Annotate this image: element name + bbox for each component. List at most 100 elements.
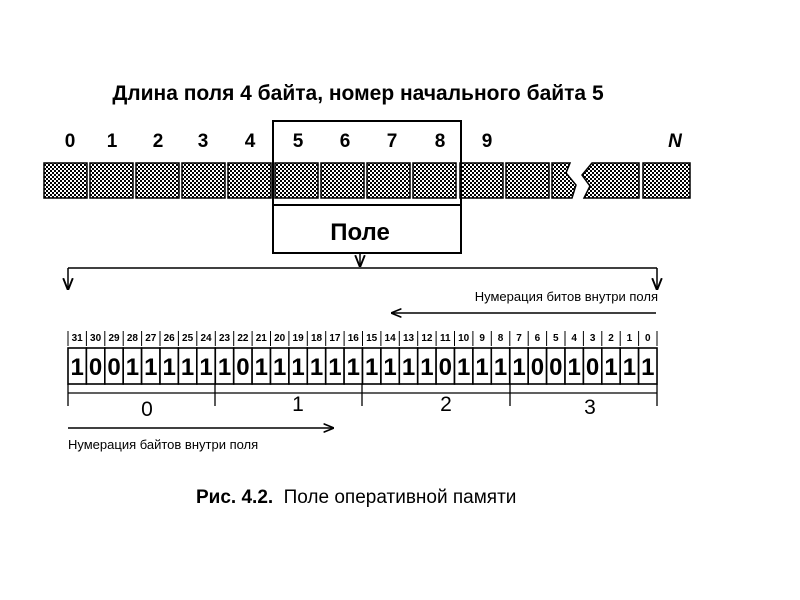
bit-value: 1 bbox=[512, 354, 525, 381]
bit-number-label: 5 bbox=[553, 333, 559, 344]
bit-number-label: 28 bbox=[127, 333, 139, 344]
bit-value: 0 bbox=[439, 354, 452, 381]
bit-number-label: 7 bbox=[516, 333, 522, 344]
bit-value: 1 bbox=[310, 354, 323, 381]
bit-number-label: 12 bbox=[421, 333, 433, 344]
byte-group-label: 2 bbox=[440, 393, 452, 416]
memory-byte-cell bbox=[505, 162, 550, 199]
bit-value: 1 bbox=[641, 354, 654, 381]
bit-value: 1 bbox=[163, 354, 176, 381]
bit-number-label: 18 bbox=[311, 333, 323, 344]
bit-value: 1 bbox=[475, 354, 488, 381]
bit-number-label: 23 bbox=[219, 333, 231, 344]
byte-index: 0 bbox=[65, 131, 76, 152]
bit-number-label: 20 bbox=[274, 333, 286, 344]
byte-index: 7 bbox=[387, 131, 398, 152]
byte-index-last: N bbox=[668, 131, 683, 152]
memory-byte-cell-broken bbox=[551, 162, 577, 199]
figure-caption: Рис. 4.2. Поле оперативной памяти bbox=[196, 487, 516, 508]
bit-value: 1 bbox=[291, 354, 304, 381]
bit-value: 1 bbox=[347, 354, 360, 381]
byte-index: 1 bbox=[107, 131, 118, 152]
bit-value: 1 bbox=[71, 354, 84, 381]
memory-byte-strip bbox=[43, 162, 691, 199]
byte-group-label: 1 bbox=[292, 393, 304, 416]
bit-number-label: 16 bbox=[348, 333, 360, 344]
bit-value: 1 bbox=[218, 354, 231, 381]
bit-number-label: 22 bbox=[237, 333, 249, 344]
bit-value: 1 bbox=[328, 354, 341, 381]
bit-value: 1 bbox=[255, 354, 268, 381]
bit-value: 1 bbox=[623, 354, 636, 381]
bit-value: 1 bbox=[126, 354, 139, 381]
memory-byte-cell bbox=[89, 162, 134, 199]
byte-group-label: 0 bbox=[141, 398, 153, 421]
bit-value: 1 bbox=[457, 354, 470, 381]
bit-value: 1 bbox=[181, 354, 194, 381]
memory-byte-cell-last bbox=[642, 162, 691, 199]
byte-group-ruler bbox=[67, 384, 658, 406]
bit-value: 0 bbox=[236, 354, 249, 381]
bit-value: 1 bbox=[365, 354, 378, 381]
memory-byte-cell bbox=[459, 162, 504, 199]
bit-number-label: 10 bbox=[458, 333, 470, 344]
bit-value: 0 bbox=[89, 354, 102, 381]
diagram-title: Длина поля 4 байта, номер начального бай… bbox=[112, 82, 604, 105]
byte-index: 8 bbox=[435, 131, 446, 152]
bit-number-label: 2 bbox=[608, 333, 614, 344]
memory-byte-cell bbox=[274, 162, 319, 199]
bit-number-label: 11 bbox=[440, 333, 451, 344]
byte-index: 4 bbox=[245, 131, 256, 152]
bit-number-label: 9 bbox=[479, 333, 485, 344]
bit-number-label: 1 bbox=[627, 333, 633, 344]
bit-value: 1 bbox=[199, 354, 212, 381]
bit-value: 1 bbox=[420, 354, 433, 381]
bit-value: 1 bbox=[383, 354, 396, 381]
bit-value: 1 bbox=[273, 354, 286, 381]
bit-number-label: 31 bbox=[72, 333, 84, 344]
bit-number-label: 4 bbox=[571, 333, 577, 344]
bit-cell bbox=[637, 347, 658, 385]
bit-number-label: 15 bbox=[366, 333, 378, 344]
memory-byte-cell bbox=[181, 162, 226, 199]
bit-number-label: 19 bbox=[293, 333, 305, 344]
memory-byte-cell bbox=[43, 162, 88, 199]
bit-number-label: 14 bbox=[385, 333, 397, 344]
figure-caption-text: Поле оперативной памяти bbox=[284, 487, 517, 508]
bit-value: 1 bbox=[144, 354, 157, 381]
bit-value: 1 bbox=[604, 354, 617, 381]
byte-numbering-label: Нумерация байтов внутри поля bbox=[68, 437, 258, 452]
bit-number-label: 30 bbox=[90, 333, 102, 344]
bit-value: 1 bbox=[568, 354, 581, 381]
byte-index: 5 bbox=[293, 131, 304, 152]
bit-value: 1 bbox=[494, 354, 507, 381]
bit-number-label: 3 bbox=[590, 333, 596, 344]
bit-number-label: 17 bbox=[329, 333, 341, 344]
field-label: Поле bbox=[330, 219, 390, 246]
memory-byte-cell bbox=[366, 162, 411, 199]
memory-byte-cell bbox=[227, 162, 272, 199]
bit-number-label: 27 bbox=[145, 333, 157, 344]
memory-byte-cell bbox=[412, 162, 457, 199]
memory-byte-cell bbox=[320, 162, 365, 199]
bit-value: 0 bbox=[531, 354, 544, 381]
bit-number-label: 0 bbox=[645, 333, 651, 344]
bit-number-label: 26 bbox=[164, 333, 176, 344]
bit-number-label: 29 bbox=[108, 333, 120, 344]
byte-index: 6 bbox=[340, 131, 351, 152]
bit-number-label: 8 bbox=[498, 333, 504, 344]
bit-numbering-label: Нумерация битов внутри поля bbox=[475, 289, 658, 304]
bit-number-label: 13 bbox=[403, 333, 415, 344]
bit-value: 1 bbox=[402, 354, 415, 381]
field-expansion-bracket bbox=[68, 253, 657, 289]
figure-caption-number: Рис. 4.2. bbox=[196, 487, 273, 508]
bit-value: 0 bbox=[107, 354, 120, 381]
byte-group-label: 3 bbox=[584, 396, 596, 419]
byte-index: 2 bbox=[153, 131, 164, 152]
bit-number-label: 25 bbox=[182, 333, 194, 344]
byte-index: 3 bbox=[198, 131, 209, 152]
byte-index: 9 bbox=[482, 131, 493, 152]
